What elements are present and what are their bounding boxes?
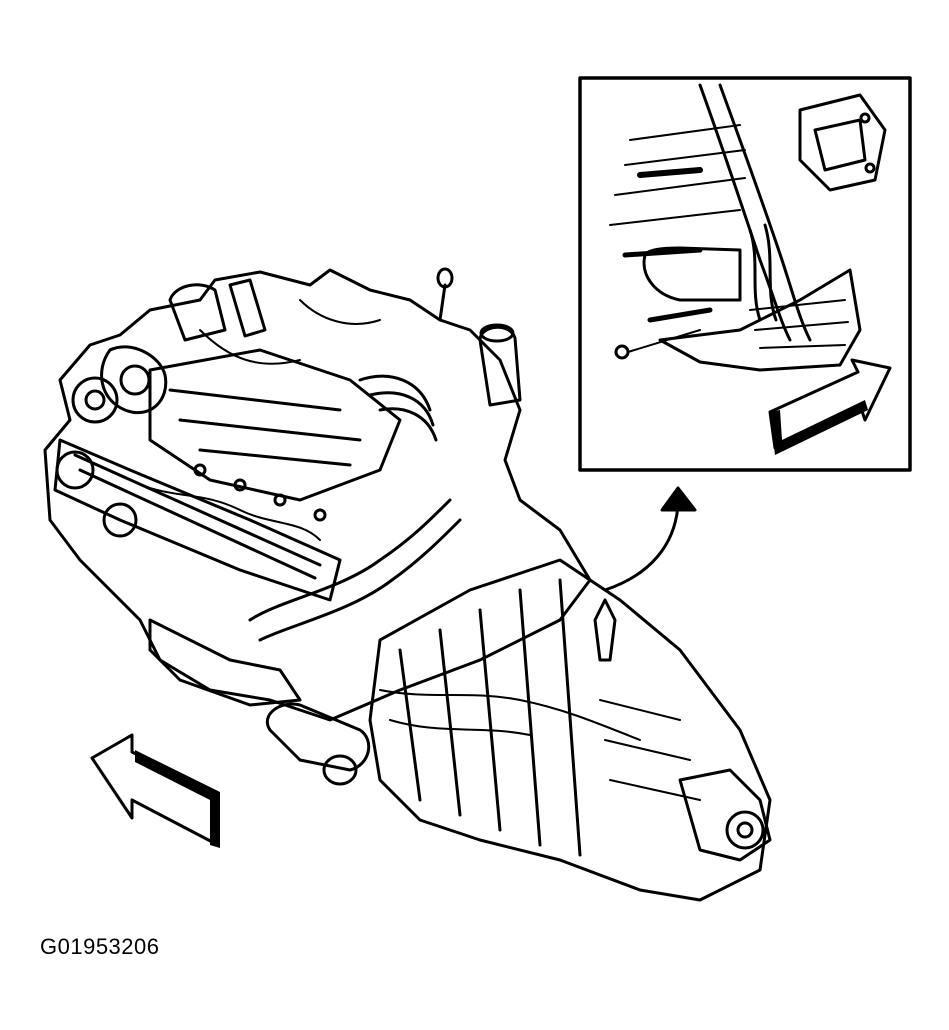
curved-callout-arrow-icon — [603, 486, 697, 592]
engine-block — [43, 267, 592, 722]
transmission — [266, 558, 772, 902]
inset-detail-view — [578, 76, 912, 472]
front-direction-arrow-icon — [90, 733, 220, 848]
figure-id-label: G01953206 — [40, 934, 160, 959]
inset-front-direction-arrow-icon — [768, 358, 892, 455]
